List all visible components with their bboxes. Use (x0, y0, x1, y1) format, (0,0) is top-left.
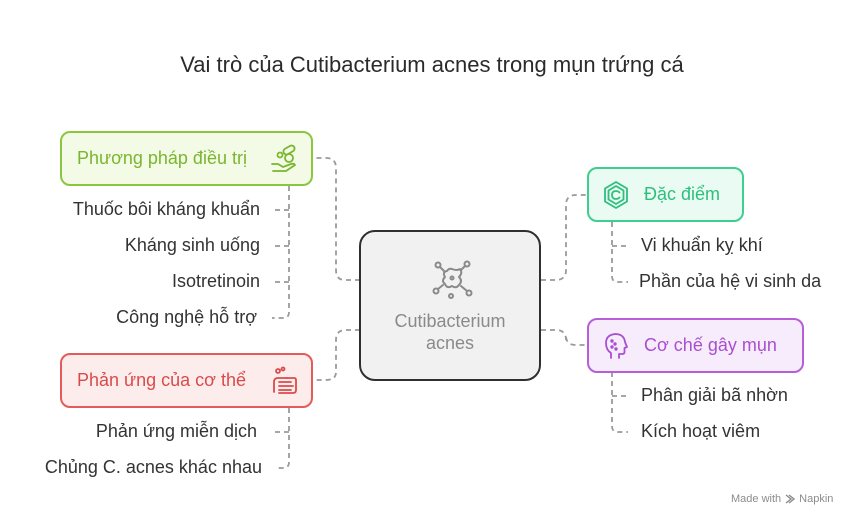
leaf-mech-1: Phân giải bã nhờn (641, 385, 788, 405)
connector-mechanism (541, 329, 588, 346)
copyright-hex-icon (601, 180, 631, 210)
center-label-line1: Cutibacterium (394, 311, 506, 331)
characteristics-box[interactable]: Đặc điểm (587, 167, 744, 222)
connector-mech-spine (611, 372, 628, 433)
leaf-treatment-4: Công nghệ hỗ trợ (116, 307, 257, 327)
watermark-brand: Napkin (799, 493, 834, 505)
leaf-char-1: Vi khuẩn kỵ khí (641, 235, 763, 255)
mechanism-label: Cơ chế gây mụn (644, 335, 777, 355)
leaf-treatment-1: Thuốc bôi kháng khuẩn (72, 199, 260, 219)
connector-body-spine (275, 408, 290, 469)
center-node[interactable]: Cutibacterium acnes (359, 230, 541, 381)
diagram-title: Vai trò của Cutibacterium acnes trong mụ… (180, 52, 684, 77)
napkin-logo-icon (785, 494, 796, 504)
connector-char-spine (611, 222, 628, 283)
leaf-char-2: Phần của hệ vi sinh da (639, 271, 822, 291)
head-profile-icon (601, 331, 631, 361)
leaf-treatment-3: Isotretinoin (171, 271, 260, 291)
connector-treatment (313, 157, 360, 281)
leaf-body-1: Phản ứng miễn dịch (95, 421, 257, 441)
center-label: Cutibacterium acnes (361, 310, 539, 354)
bacteria-icon (429, 256, 475, 302)
mechanism-box[interactable]: Cơ chế gây mụn (587, 318, 804, 373)
body-response-label: Phản ứng của cơ thể (77, 370, 246, 390)
hands-washing-icon (269, 366, 299, 396)
pills-hand-icon (269, 144, 299, 174)
leaf-treatment-2: Kháng sinh uống (124, 235, 260, 255)
watermark-made-with: Made with (731, 493, 782, 505)
treatment-box[interactable]: Phương pháp điều trị (60, 131, 313, 186)
treatment-label: Phương pháp điều trị (77, 148, 247, 168)
center-label-line2: acnes (425, 333, 475, 353)
connector-characteristics (541, 194, 588, 281)
leaf-mech-2: Kích hoạt viêm (641, 421, 761, 441)
connector-treatment-spine (272, 186, 290, 319)
leaf-body-2: Chủng C. acnes khác nhau (44, 457, 262, 477)
napkin-watermark[interactable]: Made with Napkin (731, 493, 833, 505)
body-response-box[interactable]: Phản ứng của cơ thể (60, 353, 313, 408)
characteristics-label: Đặc điểm (644, 184, 721, 204)
connector-body-response (313, 329, 360, 381)
